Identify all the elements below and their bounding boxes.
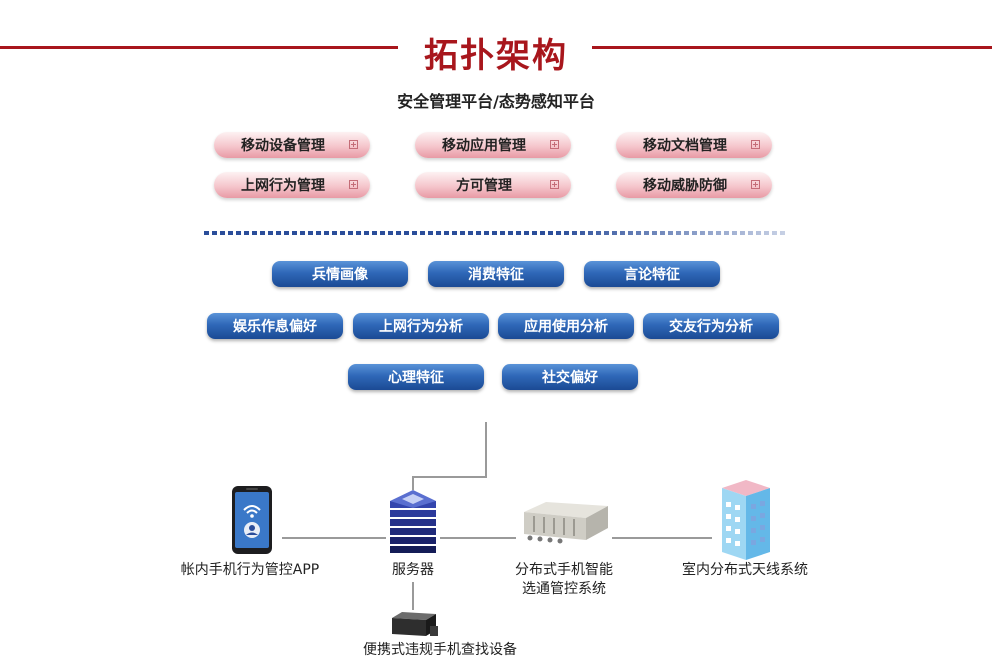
feature-social-preference[interactable]: 社交偏好 [502, 364, 638, 390]
module-app-management[interactable]: 移动应用管理 [415, 132, 571, 158]
platform-subtitle: 安全管理平台/态势感知平台 [397, 92, 595, 111]
app-label: 帐内手机行为管控APP [180, 562, 320, 578]
indoor-label: 室内分布式天线系统 [682, 562, 808, 578]
title-line-left [0, 46, 398, 49]
feature-psychology[interactable]: 心理特征 [348, 364, 484, 390]
module-label: 移动文档管理 [643, 138, 727, 154]
module-fangke-management[interactable]: 方可管理 [415, 172, 571, 198]
feature-social-behavior[interactable]: 交友行为分析 [643, 313, 779, 339]
module-internet-behavior-management[interactable]: 上网行为管理 [214, 172, 370, 198]
connector-platform-horizontal [413, 476, 487, 478]
server-label: 服务器 [392, 562, 434, 578]
connector-server-controller [440, 537, 516, 539]
feature-speech[interactable]: 言论特征 [584, 261, 720, 287]
expand-icon[interactable] [751, 140, 760, 149]
module-device-management[interactable]: 移动设备管理 [214, 132, 370, 158]
building-icon [722, 480, 770, 560]
expand-icon[interactable] [751, 180, 760, 189]
server-icon [390, 490, 436, 553]
feature-consumption[interactable]: 消费特征 [428, 261, 564, 287]
expand-icon[interactable] [550, 180, 559, 189]
connector-platform-vertical [485, 422, 487, 478]
dotted-divider [204, 231, 788, 235]
controller-device-icon [524, 502, 608, 544]
module-document-management[interactable]: 移动文档管理 [616, 132, 772, 158]
module-label: 上网行为管理 [241, 178, 325, 194]
connector-server-detector [412, 582, 414, 610]
feature-entertainment[interactable]: 娱乐作息偏好 [207, 313, 343, 339]
detector-device-icon [392, 612, 438, 636]
module-label: 方可管理 [456, 178, 512, 194]
title-line-right [592, 46, 992, 49]
expand-icon[interactable] [349, 180, 358, 189]
connector-app-server [282, 537, 386, 539]
phone-app-icon [232, 486, 272, 554]
controller-label-line1: 分布式手机智能 [515, 562, 613, 578]
module-label: 移动设备管理 [241, 138, 325, 154]
module-threat-defense[interactable]: 移动威胁防御 [616, 172, 772, 198]
page-title: 拓扑架构 [424, 36, 568, 76]
connector-platform-drop [412, 476, 414, 490]
feature-app-usage[interactable]: 应用使用分析 [498, 313, 634, 339]
detector-label: 便携式违规手机查找设备 [363, 642, 517, 658]
feature-soldier-profile[interactable]: 兵情画像 [272, 261, 408, 287]
expand-icon[interactable] [550, 140, 559, 149]
module-label: 移动应用管理 [442, 138, 526, 154]
feature-internet-behavior[interactable]: 上网行为分析 [353, 313, 489, 339]
connector-controller-indoor [612, 537, 712, 539]
controller-label-line2: 选通管控系统 [522, 581, 606, 597]
expand-icon[interactable] [349, 140, 358, 149]
module-label: 移动威胁防御 [643, 178, 727, 194]
